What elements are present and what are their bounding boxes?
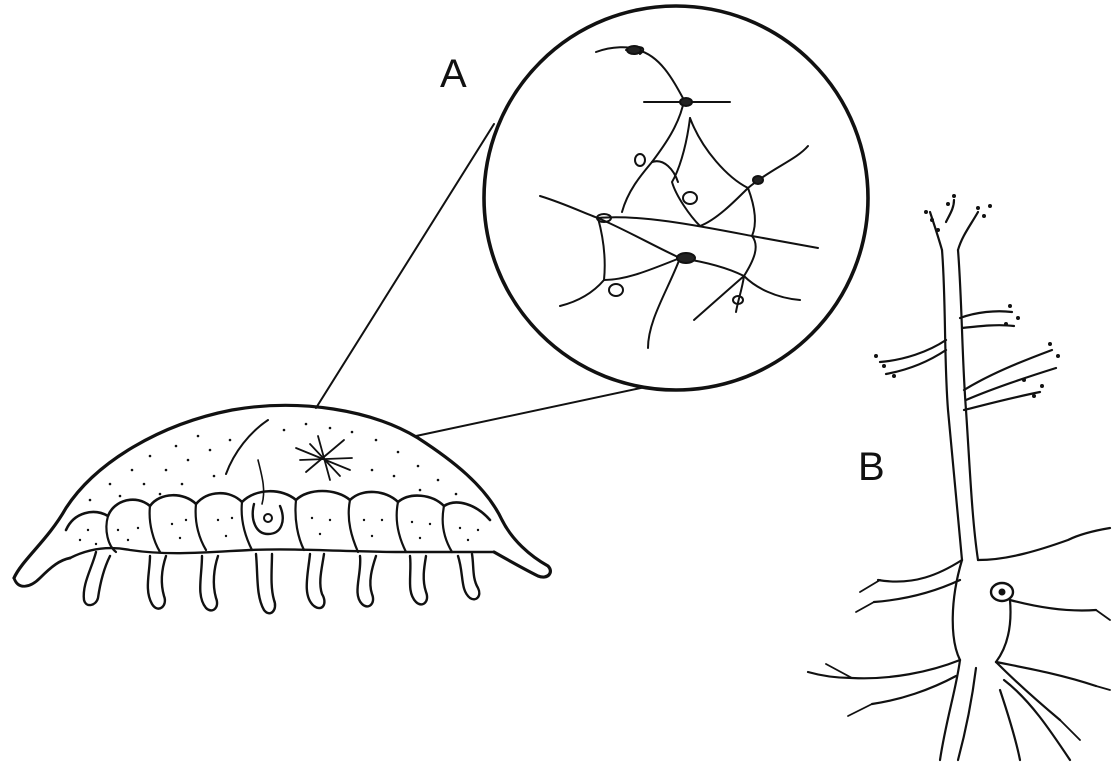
jellyfish-drawing [14,405,550,613]
magnifier-circle [484,6,868,390]
dendritic-spines [874,194,1060,398]
jellyfish-manubrium [253,504,283,534]
jellyfish-lappet-left [14,558,70,586]
jellyfish-arches [66,491,490,530]
jellyfish-tentacles [84,552,480,613]
jellyfish-canals [106,500,452,552]
vertebrate-neuron [808,194,1110,760]
magnified-nerve-net [484,6,868,390]
panel-label-a: A [440,54,467,94]
panel-label-b: B [858,447,885,487]
jellyfish-inner-edge [70,548,494,558]
jellyfish-stipple [79,423,479,546]
nerve-net-star [296,436,352,480]
